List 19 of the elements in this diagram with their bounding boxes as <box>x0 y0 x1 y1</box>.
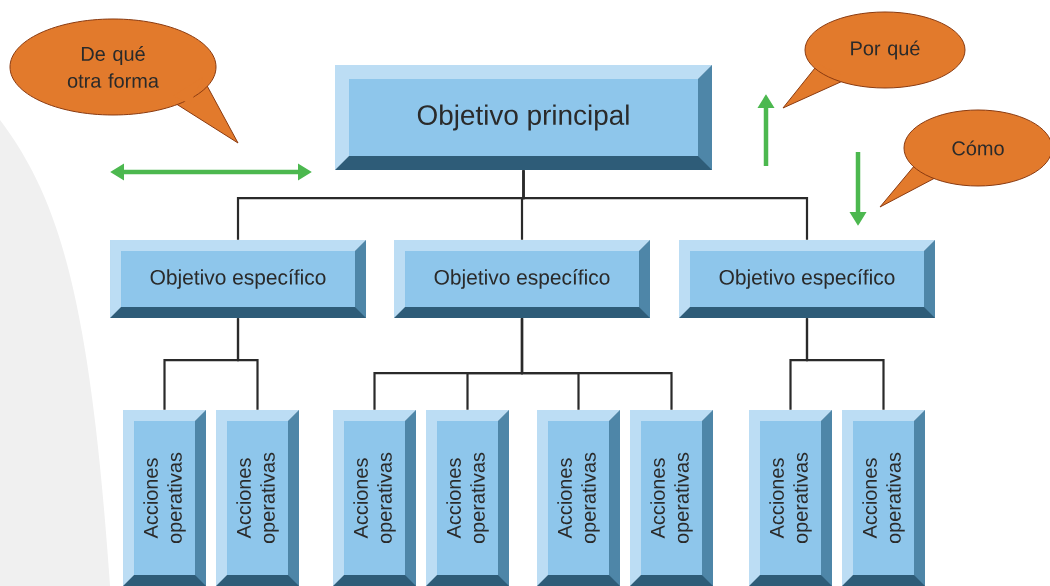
speech-bubble: Cómo <box>879 109 1050 208</box>
connector-line <box>520 318 673 410</box>
connector-line <box>236 318 259 410</box>
action-box: Acciones operativas <box>216 410 299 586</box>
connector-line <box>805 318 885 410</box>
specific-objective-box: Objetivo específico <box>110 240 366 318</box>
main-objective-box: Objetivo principal <box>335 65 712 170</box>
specific-objective-box: Objetivo específico <box>394 240 650 318</box>
action-box: Acciones operativas <box>333 410 416 586</box>
speech-bubble: Por qué <box>782 11 966 109</box>
speech-bubble: De qué otra forma <box>9 18 239 144</box>
action-box: Acciones operativas <box>630 410 713 586</box>
action-box: Acciones operativas <box>426 410 509 586</box>
action-box: Acciones operativas <box>123 410 206 586</box>
action-box: Acciones operativas <box>537 410 620 586</box>
specific-objective-box: Objetivo específico <box>679 240 935 318</box>
connector-line <box>522 170 809 240</box>
action-box: Acciones operativas <box>749 410 832 586</box>
action-box: Acciones operativas <box>842 410 925 586</box>
